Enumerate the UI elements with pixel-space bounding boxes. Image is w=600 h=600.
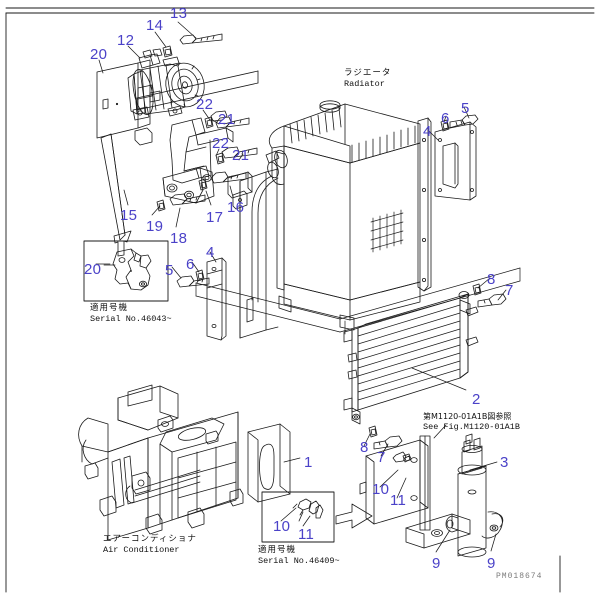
compressor-bracket-plate <box>96 59 161 146</box>
callout-1: 1 <box>304 454 313 471</box>
right-condenser-bracket <box>434 121 477 201</box>
washer-14 <box>162 45 173 58</box>
washer-6-right <box>440 119 450 132</box>
callout-20-a: 20 <box>90 46 108 63</box>
callout-9-b: 9 <box>487 555 496 572</box>
compressor-body <box>127 48 205 121</box>
frame-guides <box>195 267 521 335</box>
inset-bracket-20-art <box>103 248 152 291</box>
compressor-support-bracket <box>162 117 234 204</box>
caption-serial-46043-jp: 適用号機 <box>90 303 129 313</box>
callout-18: 18 <box>170 230 188 247</box>
inset-leader-arrow <box>335 503 373 529</box>
callout-22-b: 22 <box>212 135 230 152</box>
sheet-watermark: PM018674 <box>496 572 543 581</box>
caption-serial-46409-jp: 適用号機 <box>258 545 297 555</box>
callout-6-b: 6 <box>441 110 450 127</box>
callout-17: 17 <box>206 209 224 226</box>
caption-serial-46043: 適用号機 Serial No.46043~ <box>90 303 172 325</box>
condenser-assembly <box>343 291 479 425</box>
callout-12: 12 <box>117 32 135 49</box>
caption-air-conditioner-en: Air Conditioner <box>103 545 180 555</box>
caption-see-fig-en: See Fig.M1120-01A1B <box>423 422 520 432</box>
callout-15: 15 <box>120 207 138 224</box>
left-condenser-bracket <box>206 257 227 341</box>
callout-21-b: 21 <box>232 147 250 164</box>
callout-20-b: 20 <box>84 261 102 278</box>
callout-8-a: 8 <box>487 271 496 288</box>
callout-8-b: 8 <box>360 439 369 456</box>
caption-serial-46409-en: Serial No.46409~ <box>258 556 340 566</box>
callout-9-a: 9 <box>432 555 441 572</box>
leader-lines <box>95 21 507 553</box>
bolt-7-upper <box>472 283 507 308</box>
callout-19: 19 <box>146 218 164 235</box>
callout-10-b: 10 <box>273 518 291 535</box>
inset-bracket-20-box <box>83 240 169 302</box>
callout-4-b: 4 <box>423 123 432 140</box>
callout-16: 16 <box>227 199 245 216</box>
compressor-assembly <box>96 33 259 257</box>
callout-3: 3 <box>500 454 509 471</box>
sheet-frame <box>5 7 595 593</box>
caption-serial-46409: 適用号機 Serial No.46409~ <box>258 545 340 567</box>
caption-see-fig: 第M1120-01A1B図参照 See Fig.M1120-01A1B <box>423 411 520 433</box>
caption-radiator-jp: ラジエータ <box>344 68 392 78</box>
callout-11-b: 11 <box>298 526 315 543</box>
bolt-21-upper <box>204 110 250 129</box>
washer-6-left <box>195 269 205 282</box>
caption-radiator: ラジエータ Radiator <box>344 68 391 90</box>
caption-radiator-en: Radiator <box>344 79 385 89</box>
callout-7-a: 7 <box>505 282 514 299</box>
callout-10-a: 10 <box>372 481 390 498</box>
air-conditioner-unit <box>78 384 244 541</box>
callout-14: 14 <box>146 17 164 34</box>
bolt-13 <box>179 33 223 45</box>
receiver-dryer-assembly <box>405 433 504 558</box>
callout-5-a: 5 <box>165 262 174 279</box>
seal-gasket-1 <box>247 423 291 503</box>
caption-air-conditioner: エアーコンディショナ Air Conditioner <box>103 534 197 556</box>
callout-4-a: 4 <box>206 244 215 261</box>
dryer-mount-bracket <box>359 439 429 525</box>
caption-serial-46043-en: Serial No.46043~ <box>90 314 172 324</box>
callout-6-a: 6 <box>186 256 195 273</box>
callout-21-a: 21 <box>218 111 236 128</box>
callout-2: 2 <box>472 391 481 408</box>
inset-bolts-art <box>292 498 324 522</box>
bolt-7-lower <box>368 425 403 450</box>
callout-5-b: 5 <box>461 100 470 117</box>
caption-air-conditioner-jp: エアーコンディショナ <box>103 534 197 544</box>
callout-13: 13 <box>170 5 188 22</box>
radiator-assembly <box>227 100 432 339</box>
callout-22-a: 22 <box>196 96 214 113</box>
callout-11-a: 11 <box>390 492 407 509</box>
bolt-5-right <box>449 114 479 129</box>
inset-bolts-box <box>261 491 335 543</box>
caption-see-fig-jp: 第M1120-01A1B図参照 <box>423 412 512 421</box>
bolt-21-lower <box>215 146 258 165</box>
bracket-plate-15 <box>100 133 132 257</box>
callout-7-b: 7 <box>377 449 386 466</box>
